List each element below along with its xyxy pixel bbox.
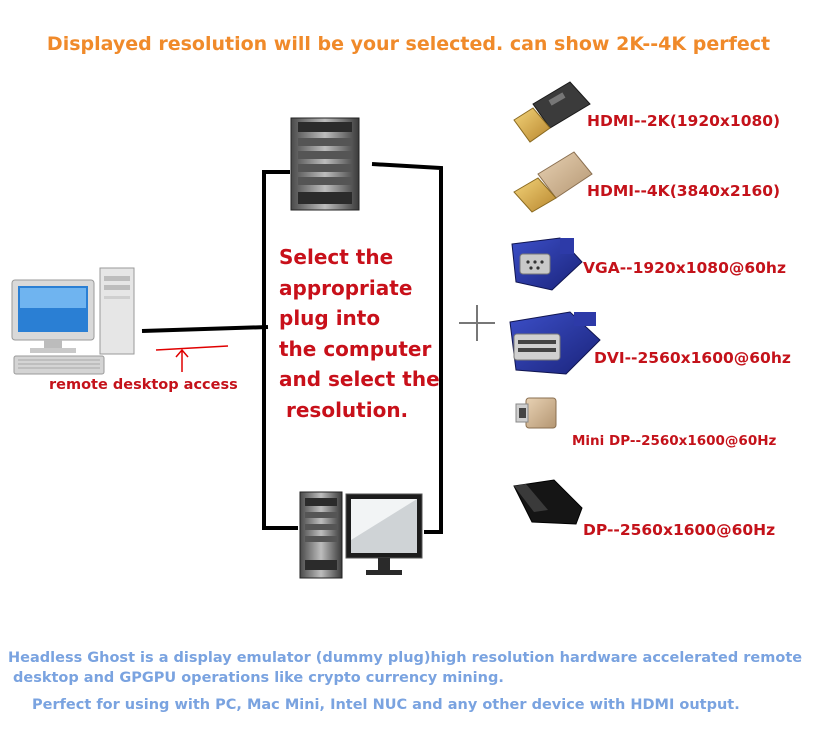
plug-label-hdmi-4k: HDMI--4K(3840x2160) [587, 182, 781, 200]
annotation-arrow [155, 345, 229, 372]
dp-plug-icon [513, 479, 583, 525]
compatibility-text: Perfect for using with PC, Mac Mini, Int… [32, 697, 740, 713]
hdmi-2k-plug-icon [513, 81, 591, 143]
instruction-line: resolution. [286, 397, 409, 422]
headline: Displayed resolution will be your select… [46, 33, 771, 55]
remote-desktop-label: remote desktop access [49, 377, 238, 393]
hdmi-4k-plug-icon [513, 151, 593, 213]
instruction-line: Select the [279, 245, 394, 269]
remote-pc-icon [11, 267, 135, 375]
plug-label-hdmi-2k: HDMI--2K(1920x1080) [587, 112, 781, 130]
top-server-icon [290, 117, 360, 211]
mini-dp-plug-icon [515, 397, 557, 429]
description-text: Headless Ghost is a display emulator (du… [8, 648, 813, 688]
plug-label-dp: DP--2560x1600@60Hz [583, 521, 776, 539]
vga-plug-icon [511, 237, 583, 291]
bottom-server-monitor-icon [299, 491, 423, 579]
instruction-line: and select the [279, 367, 440, 391]
instruction-line: the computer [279, 336, 432, 361]
dvi-plug-icon [509, 311, 601, 375]
instruction-line: appropriate [279, 275, 413, 300]
instruction-text: Select the appropriate plug into the com… [279, 242, 440, 425]
connector-lines [141, 162, 443, 534]
plug-label-mini-dp: Mini DP--2560x1600@60Hz [572, 433, 777, 449]
plug-label-vga: VGA--1920x1080@60hz [583, 259, 786, 277]
description-line: desktop and GPGPU operations like crypto… [13, 670, 504, 686]
plug-label-dvi: DVI--2560x1600@60hz [594, 349, 791, 367]
instruction-line: plug into [279, 306, 381, 330]
description-line: Headless Ghost is a display emulator (du… [8, 650, 803, 666]
plus-icon [459, 305, 495, 341]
